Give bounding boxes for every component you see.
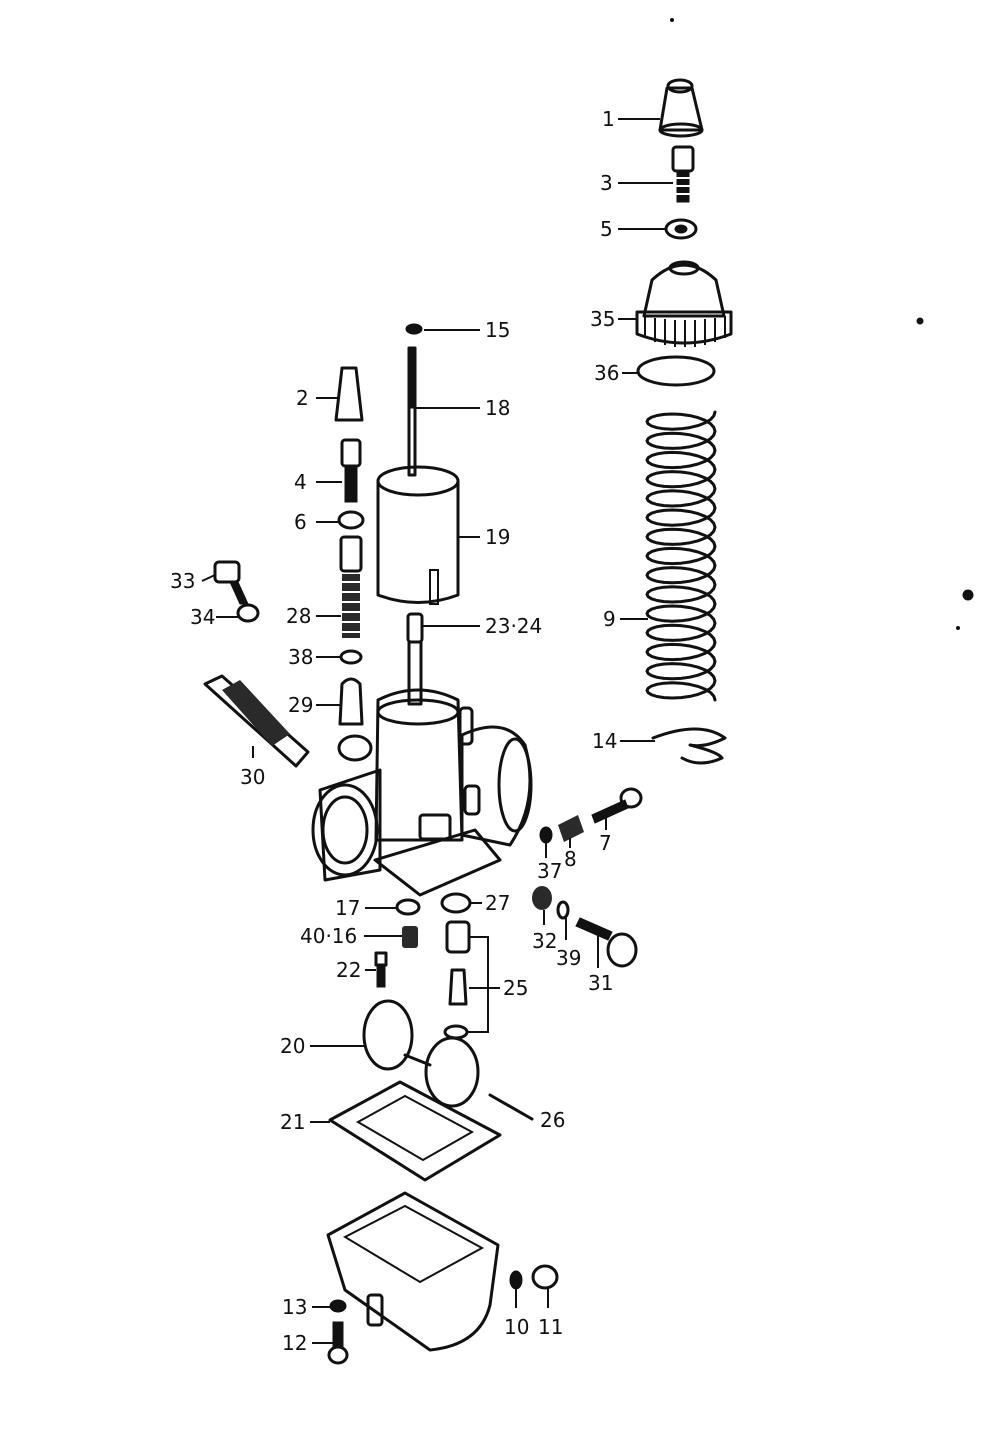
part-34-washer: [236, 603, 260, 623]
callout-3: 3: [600, 171, 613, 195]
part-28-starter-plunger: [339, 535, 363, 638]
callout-31: 31: [588, 971, 613, 995]
part-17-washer: [395, 898, 421, 916]
part-8-spring: [558, 815, 584, 842]
callout-35: 35: [590, 307, 615, 331]
part-25-float-valve: [443, 920, 471, 1040]
callout-25: 25: [503, 976, 528, 1000]
part-20-floats: [362, 999, 480, 1108]
part-39-o-ring: [556, 900, 570, 920]
callout-11: 11: [538, 1315, 563, 1339]
part-18-jet-needle: [407, 346, 417, 477]
part-31-throttle-stop-screw: [575, 917, 638, 968]
part-14-needle-clip: [651, 727, 727, 765]
callout-27: 27: [485, 891, 510, 915]
callout-4: 4: [294, 470, 307, 494]
callout-34: 34: [190, 605, 215, 629]
callout-33: 33: [170, 569, 195, 593]
callout-8: 8: [564, 847, 577, 871]
part-4-adjuster: [340, 438, 362, 503]
part-36-o-ring: [636, 355, 716, 387]
callout-17: 17: [335, 896, 360, 920]
part-21-float-chamber-gasket: [328, 1080, 502, 1182]
part-12-drain-screw: [327, 1321, 349, 1365]
part-9-throttle-spring: [645, 410, 717, 702]
part-30-starter-cable-assembly: [203, 674, 310, 768]
part-26-float-pin: [488, 1093, 534, 1121]
part-2-cap: [334, 366, 364, 422]
callout-21: 21: [280, 1110, 305, 1134]
callout-36: 36: [594, 361, 619, 385]
callout-18: 18: [485, 396, 510, 420]
part-5-lock-nut: [664, 218, 698, 240]
callout-26: 26: [540, 1108, 565, 1132]
callout-20: 20: [280, 1034, 305, 1058]
callout-38: 38: [288, 645, 313, 669]
callout-15: 15: [485, 318, 510, 342]
callout-19: 19: [485, 525, 510, 549]
part-33-screw: [213, 560, 249, 605]
speck: [962, 589, 974, 601]
part-37-o-ring: [539, 826, 553, 844]
callout-5: 5: [600, 217, 613, 241]
callout-28: 28: [286, 604, 311, 628]
callout-23-24: 23·24: [485, 614, 542, 638]
speck: [916, 317, 924, 325]
callout-1: 1: [602, 107, 615, 131]
callout-7: 7: [599, 831, 612, 855]
leader-lines: [201, 118, 673, 1344]
callout-2: 2: [296, 386, 309, 410]
part-19-throttle-valve: [376, 465, 460, 605]
part-27-gasket: [440, 892, 472, 914]
callout-40-16: 40·16: [300, 924, 357, 948]
carburetor-body: [311, 688, 533, 897]
speck: [670, 18, 674, 22]
part-32-spring: [532, 886, 552, 910]
callout-39: 39: [556, 946, 581, 970]
callout-30: 30: [240, 765, 265, 789]
part-11-plug: [531, 1264, 559, 1290]
part-40-16-main-jet: [402, 926, 418, 948]
part-29-plunger: [338, 677, 364, 726]
callout-13: 13: [282, 1295, 307, 1319]
callout-22: 22: [336, 958, 361, 982]
part-7-air-screw: [591, 787, 643, 824]
part-6-nut: [337, 510, 365, 530]
callout-6: 6: [294, 510, 307, 534]
part-15-clip: [405, 323, 423, 335]
callout-29: 29: [288, 693, 313, 717]
callout-12: 12: [282, 1331, 307, 1355]
callout-labels: 1 3 5 35 36 9 14 15 18 2 4 6 19 33 34 28…: [170, 107, 619, 1355]
callout-32: 32: [532, 929, 557, 953]
part-35-mixing-chamber-top: [635, 260, 733, 347]
part-23-24-needle-jet: [406, 612, 424, 706]
part-13-washer: [329, 1299, 347, 1313]
part-10-gasket: [509, 1270, 523, 1290]
part-1-cable-cap: [658, 78, 704, 138]
callout-37: 37: [537, 859, 562, 883]
part-38-washer: [339, 649, 363, 665]
callout-14: 14: [592, 729, 617, 753]
part-3-cable-adjuster: [671, 145, 695, 203]
float-chamber-bowl: [326, 1191, 500, 1352]
speck: [956, 626, 960, 630]
callout-9: 9: [603, 607, 616, 631]
part-22-pilot-jet: [374, 951, 388, 988]
callout-10: 10: [504, 1315, 529, 1339]
